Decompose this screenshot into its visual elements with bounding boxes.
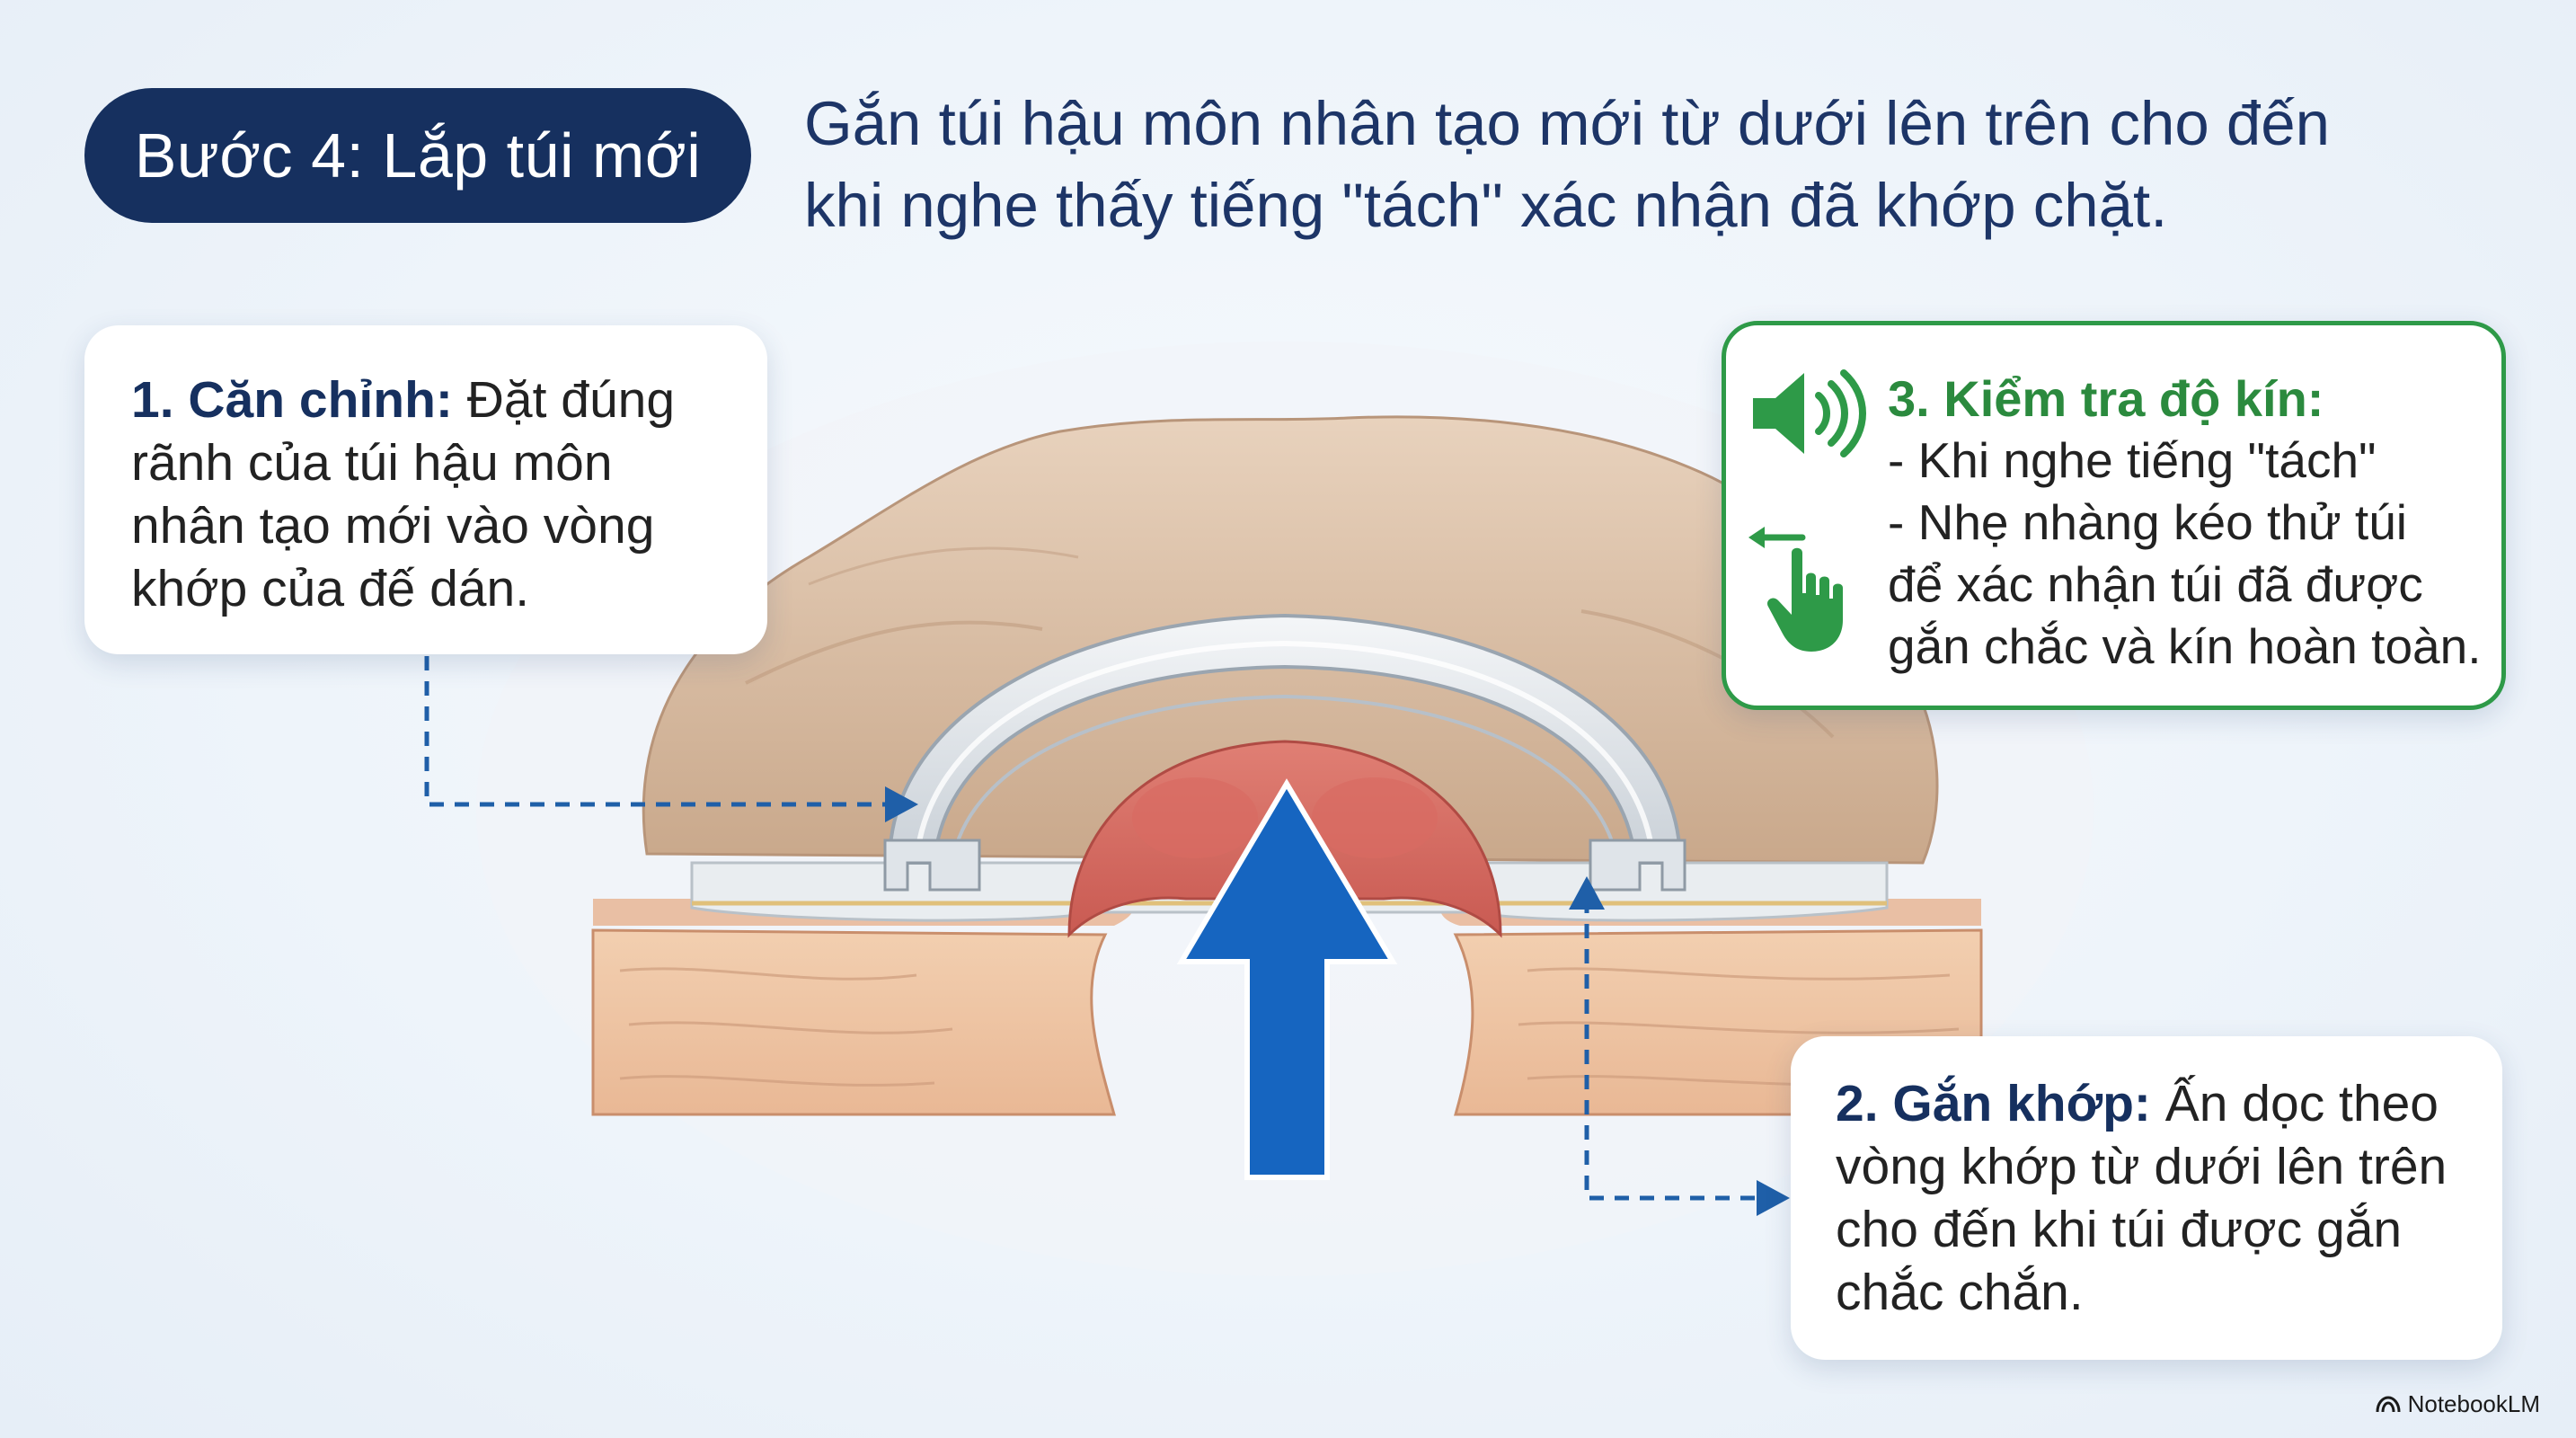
instruction-line-2: khi nghe thấy tiếng "tách" xác nhận đã k… xyxy=(804,171,2168,240)
brand-name: NotebookLM xyxy=(2407,1390,2540,1417)
tissue-layer xyxy=(591,928,1116,1116)
callout-check-line-2: - Nhẹ nhàng kéo thử túi xyxy=(1888,494,2408,550)
hand-pull-icon xyxy=(1748,527,1843,652)
callout-attach: 2. Gắn khớp: Ấn dọc theo vòng khớp từ dư… xyxy=(1791,1036,2502,1360)
callout-check-line-3: để xác nhận túi đã được xyxy=(1888,556,2423,612)
callout-check-title: 3. Kiểm tra độ kín: xyxy=(1888,370,2324,427)
callout-attach-text: Ấn dọc theo vòng khớp từ dưới lên trên c… xyxy=(1836,1075,2448,1321)
callout-align-text: Đặt đúng rãnh của túi hậu môn nhân tạo m… xyxy=(131,371,676,617)
callout-check-line-4: gắn chắc và kín hoàn toàn. xyxy=(1888,618,2482,674)
callout-attach-title: 2. Gắn khớp: xyxy=(1836,1075,2165,1132)
clip-right xyxy=(1589,839,1686,892)
speaker-sound-icon xyxy=(1753,369,1866,457)
callout-align: 1. Căn chỉnh: Đặt đúng rãnh của túi hậu … xyxy=(84,325,767,654)
connector-align xyxy=(424,656,899,807)
callout-align-title: 1. Căn chỉnh: xyxy=(131,371,467,429)
callout-check-line-1: - Khi nghe tiếng "tách" xyxy=(1888,432,2377,488)
step-title-pill: Bước 4: Lắp túi mới xyxy=(84,88,751,223)
instruction-line-1: Gắn túi hậu môn nhân tạo mới từ dưới lên… xyxy=(804,89,2331,158)
step-instruction: Gắn túi hậu môn nhân tạo mới từ dưới lên… xyxy=(804,83,2511,246)
up-arrow-icon xyxy=(1176,778,1398,1180)
notebooklm-logo-icon xyxy=(2376,1395,2401,1412)
clip-left xyxy=(883,839,981,892)
step-title: Bước 4: Lắp túi mới xyxy=(134,120,702,191)
brand-logo: NotebookLM xyxy=(2376,1390,2540,1418)
callout-check: 3. Kiểm tra độ kín: - Khi nghe tiếng "tá… xyxy=(1722,321,2506,710)
